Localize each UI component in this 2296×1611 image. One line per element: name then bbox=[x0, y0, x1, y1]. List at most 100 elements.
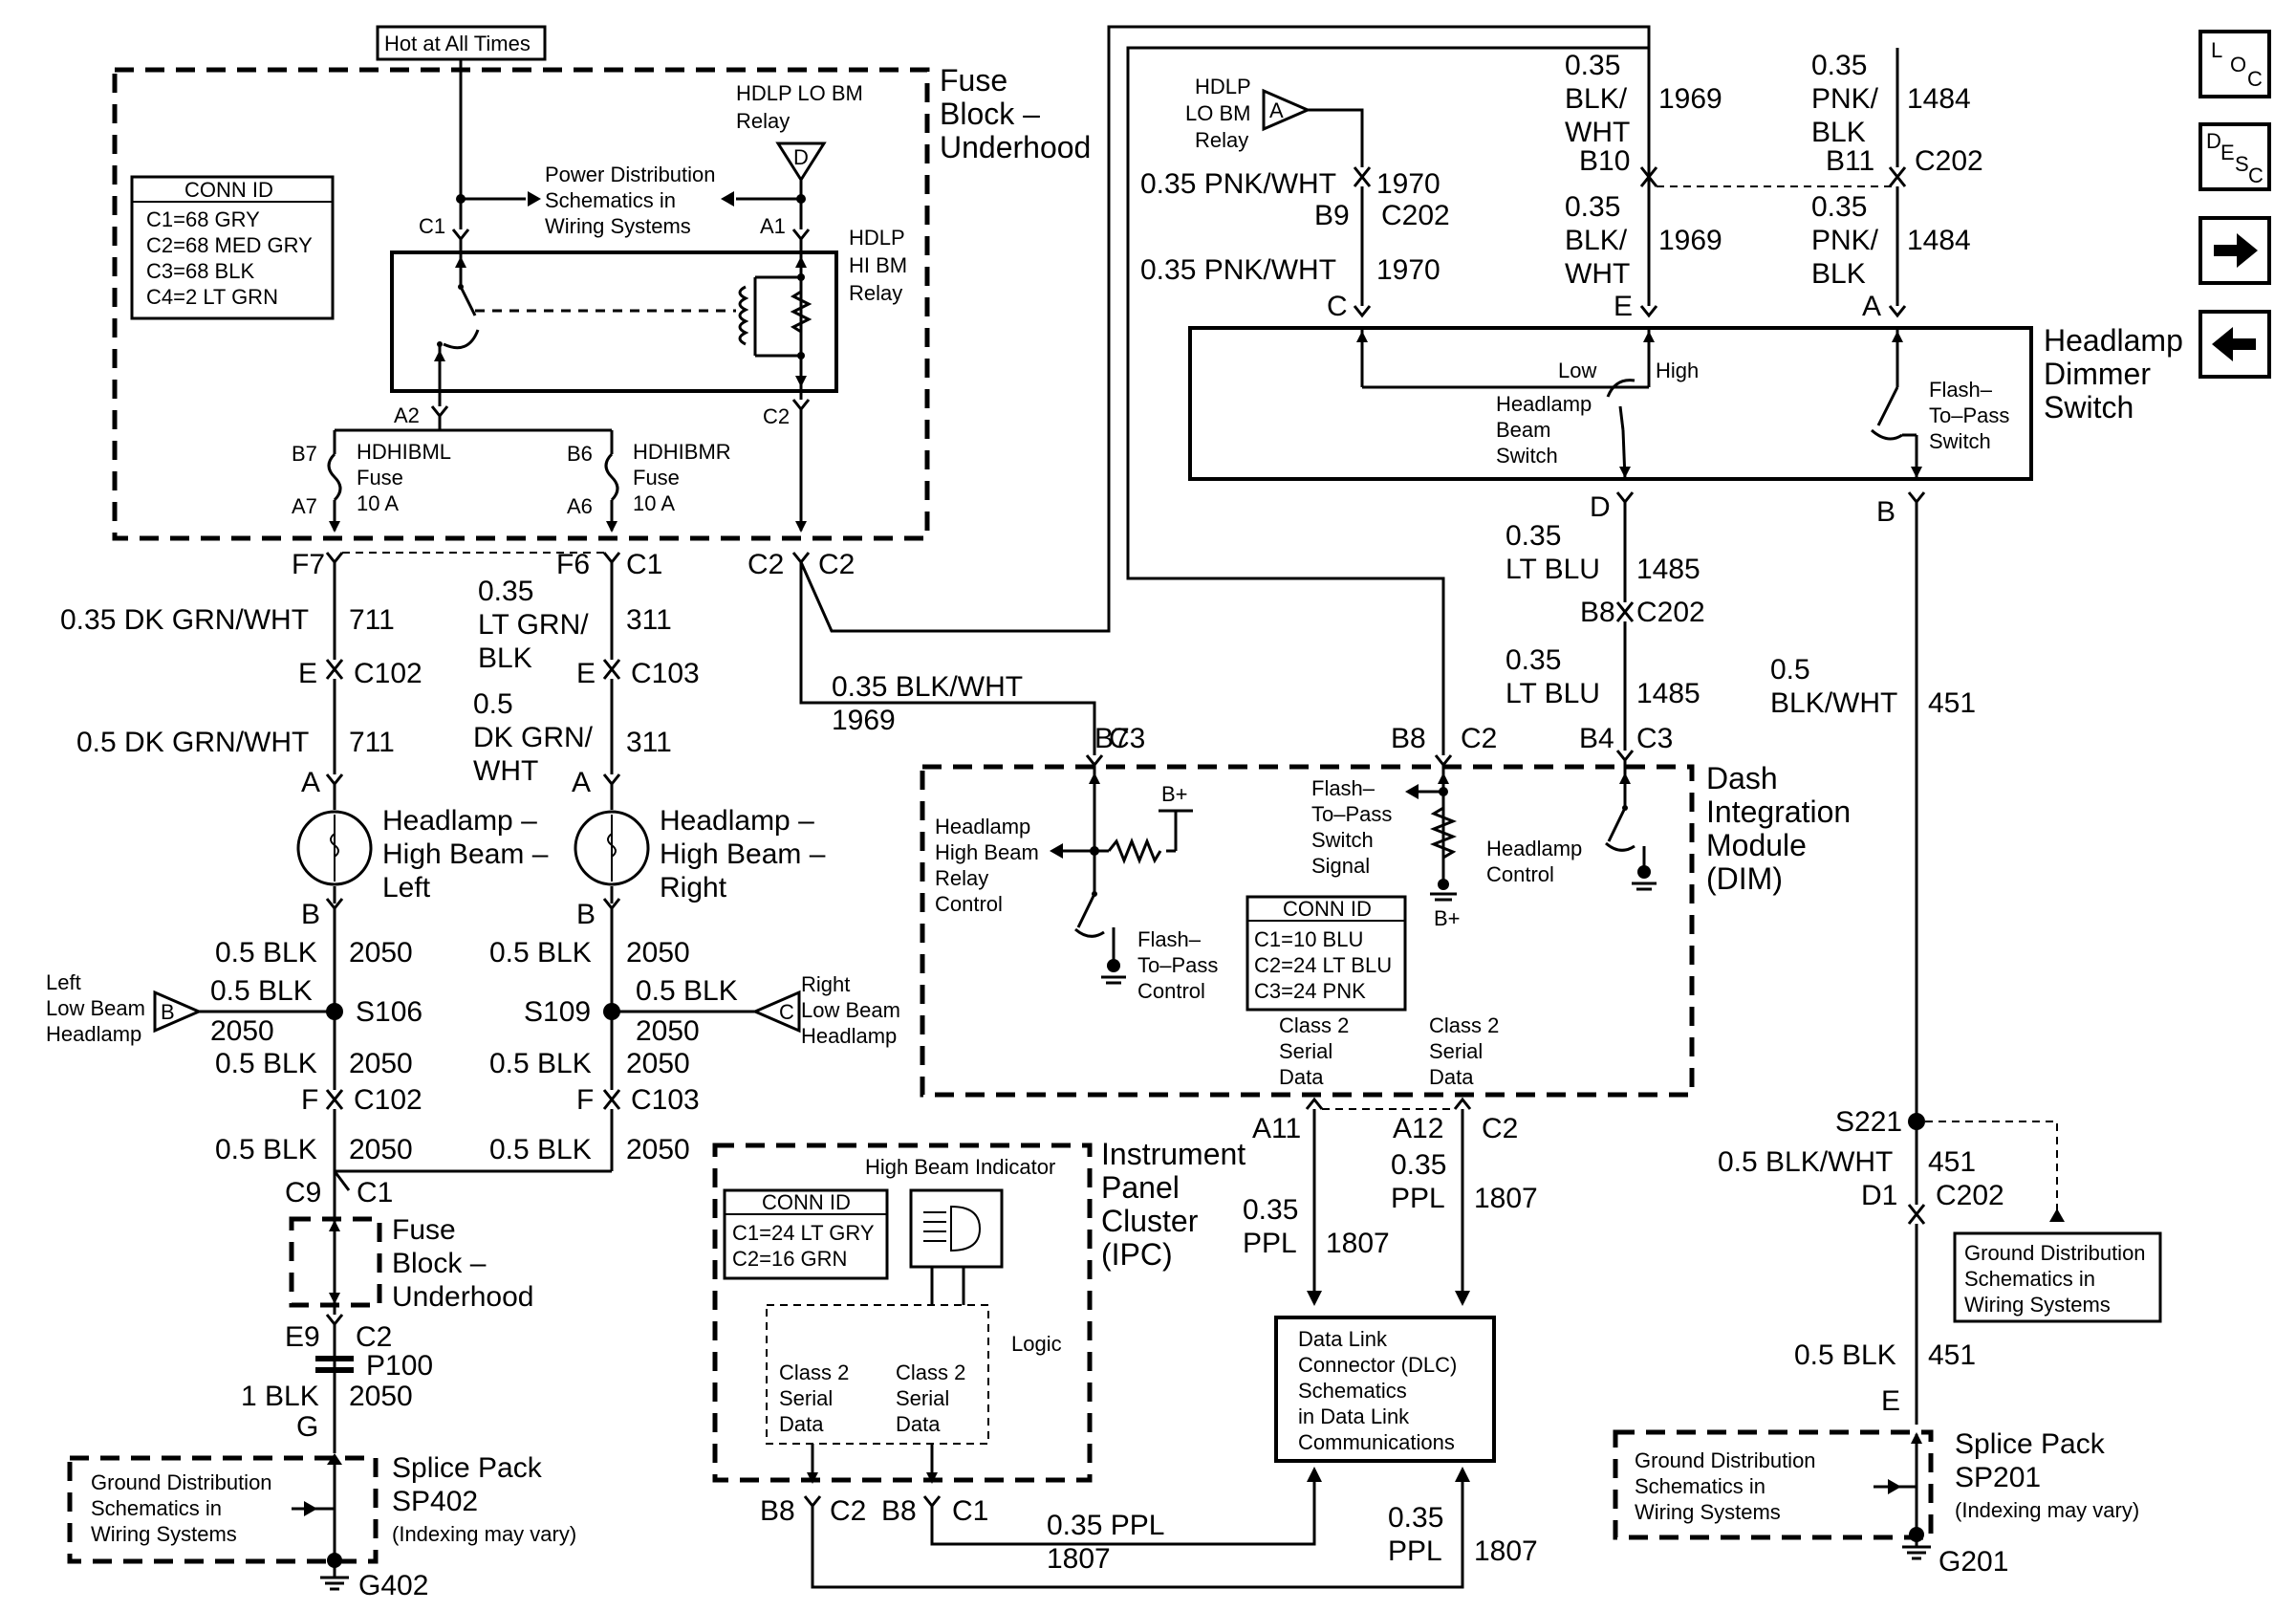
splice-pack-sp201-outline bbox=[1613, 1429, 1934, 1540]
conn-id-row: C2=24 LT BLU bbox=[1254, 953, 1392, 977]
dlc-label: in Data Link bbox=[1298, 1404, 1410, 1428]
loc-letter: O bbox=[2230, 53, 2246, 76]
dimmer-lo-relay-connector-icon bbox=[1262, 88, 1311, 132]
wire-num: 451 bbox=[1928, 1146, 1976, 1178]
desc-letter: E bbox=[2220, 141, 2235, 164]
logic-label: Logic bbox=[1011, 1332, 1062, 1356]
conn-c1: C1 bbox=[626, 549, 662, 580]
wire-num: 2050 bbox=[626, 1134, 690, 1165]
flash-signal-label: Switch bbox=[1311, 828, 1374, 852]
wire-num: 2050 bbox=[626, 937, 690, 969]
loc-button[interactable]: L O C bbox=[2199, 30, 2271, 98]
headlamp-left-label: Left bbox=[382, 872, 431, 903]
beam-switch-label: Switch bbox=[1496, 444, 1558, 468]
conn-id-row: C3=24 PNK bbox=[1254, 979, 1366, 1003]
hi-beam-relay-box bbox=[390, 250, 838, 393]
wire-blk: 0.5 BLK bbox=[636, 975, 738, 1007]
bplus-1: B+ bbox=[1161, 782, 1188, 806]
wire-lt-blu: 0.35 bbox=[1505, 520, 1561, 552]
headlamp-right-label: Right bbox=[660, 872, 727, 903]
wire-num: 711 bbox=[349, 727, 395, 758]
dlc-label: Data Link bbox=[1298, 1327, 1388, 1351]
conn-id-row: C2=68 MED GRY bbox=[146, 233, 313, 257]
serial-data-label: Data bbox=[1279, 1065, 1324, 1089]
wire-blk: 0.5 BLK bbox=[215, 1048, 317, 1079]
pin-a2: A2 bbox=[394, 403, 420, 427]
conn-b8: B8 bbox=[1391, 723, 1426, 754]
desc-button[interactable]: D E S C bbox=[2199, 122, 2271, 191]
wire-num: 2050 bbox=[349, 1048, 413, 1079]
fuse-left-label: HDHIBML bbox=[357, 440, 451, 464]
flash-switch-label: Flash– bbox=[1929, 378, 1993, 402]
conn-d: D bbox=[1590, 491, 1611, 523]
serial-data-label: Class 2 bbox=[779, 1361, 849, 1384]
wire-711-b: 0.5 DK GRN/WHT bbox=[76, 727, 309, 758]
wire-pnk-blk: BLK bbox=[1811, 258, 1866, 290]
headlamp-control-label: Control bbox=[1486, 862, 1554, 886]
hi-relay-label: Relay bbox=[849, 281, 902, 305]
serial-data-label: Serial bbox=[896, 1386, 949, 1410]
next-button[interactable] bbox=[2199, 216, 2271, 285]
wire-num: 2050 bbox=[636, 1015, 700, 1047]
wire-blk-wht: BLK/WHT bbox=[1770, 687, 1897, 719]
wire-blk: 0.5 BLK bbox=[1794, 1339, 1896, 1371]
wire-num: 1970 bbox=[1376, 168, 1440, 200]
splice-pack-sp201-label: (Indexing may vary) bbox=[1955, 1498, 2139, 1522]
conn-c2: C2 bbox=[1482, 1113, 1518, 1144]
conn-a11: A11 bbox=[1252, 1113, 1301, 1144]
lo-relay-label: HDLP bbox=[1195, 75, 1251, 98]
wire-num: 1969 bbox=[832, 705, 896, 736]
conn-f: F bbox=[301, 1084, 318, 1116]
wire-711-a: 0.35 DK GRN/WHT bbox=[60, 604, 309, 636]
conn-e: E bbox=[1614, 291, 1633, 322]
conn-id-title: CONN ID bbox=[762, 1190, 851, 1214]
serial-data-label: Data bbox=[1429, 1065, 1474, 1089]
serial-data-label: Class 2 bbox=[896, 1361, 965, 1384]
conn-c: C bbox=[1327, 291, 1348, 322]
wire-pnk-blk: BLK bbox=[1811, 117, 1866, 148]
serial-data-label: Class 2 bbox=[1279, 1013, 1349, 1037]
lo-relay-label: LO BM bbox=[1185, 101, 1250, 125]
wire-num: 311 bbox=[626, 604, 672, 636]
hi-relay-label: HDLP bbox=[849, 226, 905, 250]
lo-relay-label: HDLP LO BM bbox=[736, 81, 863, 105]
ground-dist-label: Wiring Systems bbox=[1964, 1293, 2111, 1317]
ground-dist-label: Schematics in bbox=[91, 1496, 222, 1520]
wire-num: 2050 bbox=[349, 937, 413, 969]
conn-a: A bbox=[572, 767, 591, 798]
right-low-beam-label: Low Beam bbox=[801, 998, 900, 1022]
ipc-title: Cluster bbox=[1101, 1204, 1199, 1238]
conn-id-row: C4=2 LT GRN bbox=[146, 285, 278, 309]
dlc-outline bbox=[1274, 1316, 1496, 1463]
conn-b8: B8 bbox=[760, 1495, 795, 1527]
dlc-box: Data Link Connector (DLC) Schematics in … bbox=[1274, 1316, 1496, 1463]
beam-switch-label: Beam bbox=[1496, 418, 1550, 442]
flash-control-label: Flash– bbox=[1137, 927, 1202, 951]
conn-b8: B8 bbox=[881, 1495, 917, 1527]
right-low-beam-label: Headlamp bbox=[801, 1024, 897, 1048]
wire-blk-wht: 0.35 bbox=[1565, 191, 1620, 223]
conn-c1: C1 bbox=[952, 1495, 988, 1527]
back-button[interactable] bbox=[2199, 310, 2271, 379]
wire-num: 2050 bbox=[210, 1015, 274, 1047]
wire-blk: 0.5 BLK bbox=[215, 937, 317, 969]
conn-e: E bbox=[298, 658, 317, 689]
high-label: High bbox=[1656, 359, 1699, 382]
pin-b6: B6 bbox=[567, 442, 593, 466]
wire-311-a: 0.35 bbox=[478, 576, 533, 607]
loc-letter: L bbox=[2211, 38, 2222, 62]
conn-d1: D1 bbox=[1861, 1180, 1897, 1211]
headlamp-left-label: High Beam – bbox=[382, 838, 549, 870]
fuse-left-label: 10 A bbox=[357, 491, 399, 515]
arrow-right-icon bbox=[2214, 233, 2258, 268]
wire-311-b: 0.5 bbox=[473, 688, 513, 720]
arrow-left-icon bbox=[2212, 327, 2256, 361]
wire-num: 1970 bbox=[1376, 254, 1440, 286]
wire-blk-wht: 0.5 BLK/WHT bbox=[1718, 1146, 1893, 1178]
left-low-beam-label: Low Beam bbox=[46, 996, 145, 1020]
desc-letter: C bbox=[2248, 163, 2264, 187]
conn-b9: B9 bbox=[1314, 200, 1350, 231]
dimmer-lo-pin: A bbox=[1269, 98, 1284, 122]
wire-num: 2050 bbox=[349, 1134, 413, 1165]
